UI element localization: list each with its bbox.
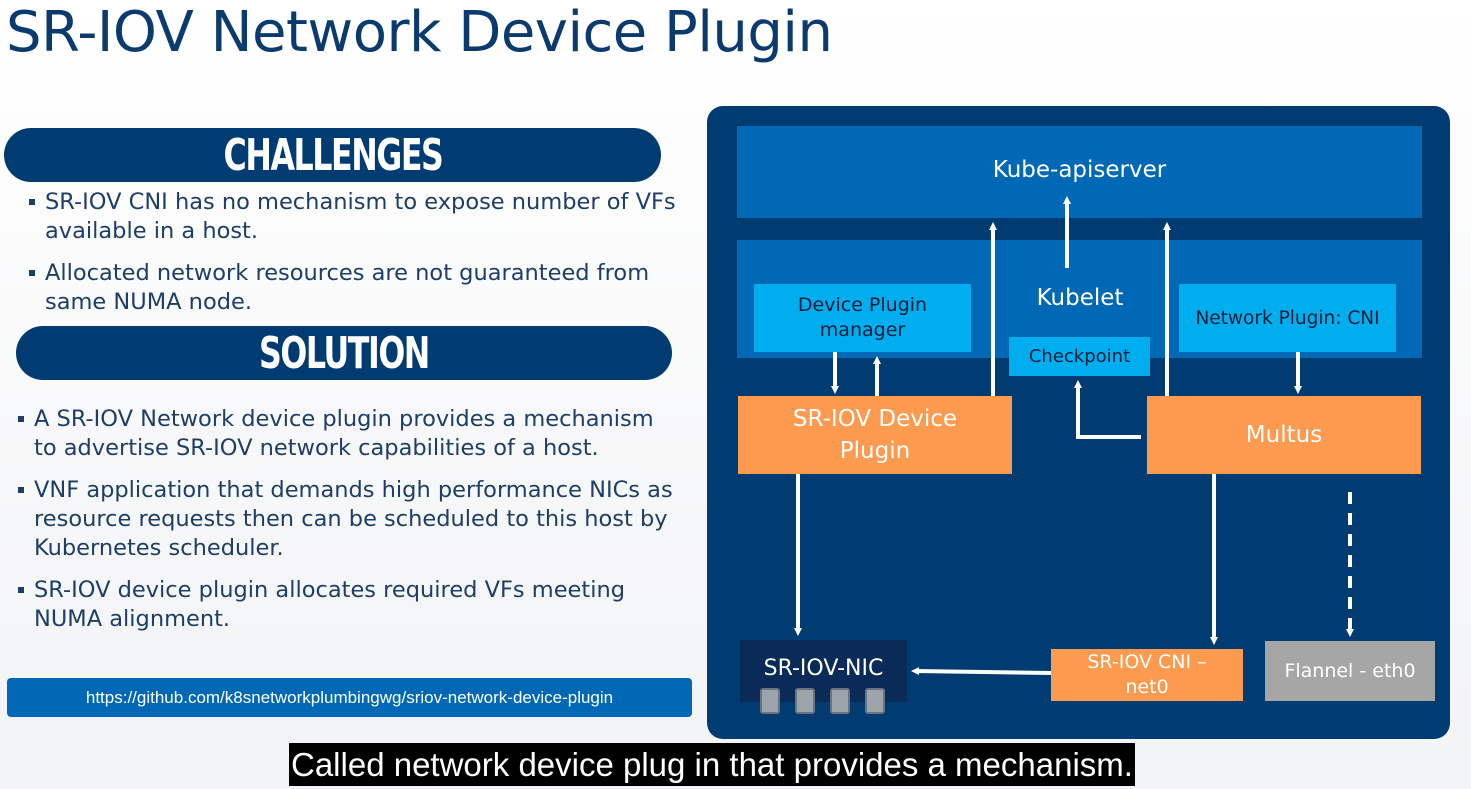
checkpoint-label: Checkpoint <box>1028 346 1131 367</box>
video-caption: Called network device plug in that provi… <box>289 743 1135 786</box>
solution-item: SR-IOV device plugin allocates required … <box>16 576 681 634</box>
solution-list: A SR-IOV Network device plugin provides … <box>16 405 681 647</box>
device-plugin-manager-box: Device Plugin manager <box>754 284 971 352</box>
challenge-item: Allocated network resources are not guar… <box>27 259 677 317</box>
kube-apiserver-label: Kube-apiserver <box>992 157 1167 183</box>
challenges-heading: CHALLENGES <box>4 128 661 182</box>
device-plugin-manager-label: Device Plugin manager <box>797 294 928 341</box>
solution-heading: SOLUTION <box>16 326 672 380</box>
nic-port-icon <box>760 688 780 714</box>
sriov-device-plugin-box: SR-IOV Device Plugin <box>738 396 1012 474</box>
nic-port-icon <box>830 688 850 714</box>
nic-ports <box>760 688 885 714</box>
kubelet-label: Kubelet <box>1036 285 1124 311</box>
solution-item: VNF application that demands high perfor… <box>16 476 681 563</box>
network-plugin-cni-box: Network Plugin: CNI <box>1179 284 1396 352</box>
flannel-box: Flannel - eth0 <box>1265 641 1435 701</box>
solution-item: A SR-IOV Network device plugin provides … <box>16 405 681 463</box>
nic-port-icon <box>865 688 885 714</box>
flannel-label: Flannel - eth0 <box>1284 660 1416 682</box>
multus-box: Multus <box>1147 396 1421 474</box>
slide-title: SR-IOV Network Device Plugin <box>6 0 833 65</box>
sriov-device-plugin-label: SR-IOV Device Plugin <box>792 406 958 464</box>
sriov-cni-label: SR-IOV CNI – net0 <box>1087 651 1207 698</box>
network-plugin-cni-label: Network Plugin: CNI <box>1195 307 1380 329</box>
sriov-nic-label: SR-IOV-NIC <box>763 656 884 681</box>
challenge-item: SR-IOV CNI has no mechanism to expose nu… <box>27 188 677 246</box>
kube-apiserver-box: Kube-apiserver <box>737 126 1422 218</box>
multus-label: Multus <box>1245 422 1323 448</box>
nic-port-icon <box>795 688 815 714</box>
sriov-cni-box: SR-IOV CNI – net0 <box>1051 649 1243 701</box>
checkpoint-box: Checkpoint <box>1009 337 1150 376</box>
challenges-list: SR-IOV CNI has no mechanism to expose nu… <box>27 188 677 330</box>
github-link[interactable]: https://github.com/k8snetworkplumbingwg/… <box>7 678 692 717</box>
